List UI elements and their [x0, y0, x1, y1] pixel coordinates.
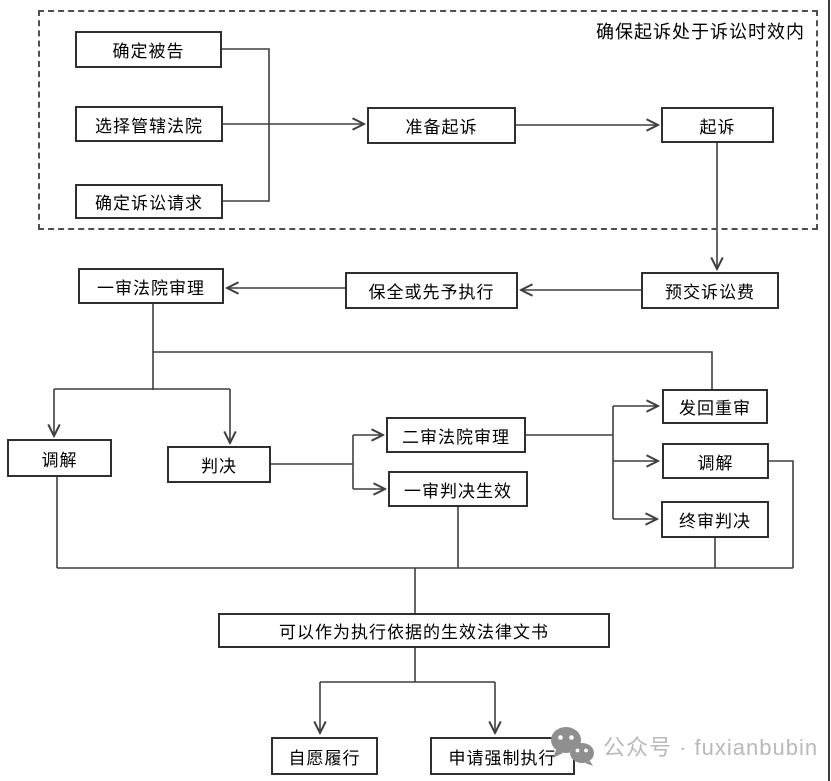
- page-right-edge-line: [828, 0, 830, 781]
- node-effective-documents: 可以作为执行依据的生效法律文书: [218, 613, 610, 648]
- watermark-text: 公众号 · fuxianbubin: [603, 735, 819, 760]
- node-determine-defendant: 确定被告: [75, 31, 222, 68]
- edge-remand-return-line: [153, 351, 713, 389]
- edge-mediation-second-down: [769, 460, 794, 568]
- node-judgment: 判决: [167, 446, 271, 483]
- node-mediation-second: 调解: [662, 443, 769, 479]
- statute-of-limitations-note: 确保起诉处于诉讼时效内: [596, 22, 805, 42]
- node-prepay-fee: 预交诉讼费: [641, 272, 779, 309]
- wechat-icon: [551, 727, 594, 766]
- node-second-instance-trial: 二审法院审理: [386, 417, 526, 453]
- node-first-judgment-effective: 一审判决生效: [388, 471, 528, 507]
- edge-defendant-claims-bracket: [222, 48, 270, 202]
- node-final-judgment: 终审判决: [661, 501, 769, 538]
- preparation-dashed-region: [38, 10, 818, 230]
- node-remand-retrial: 发回重审: [662, 389, 768, 424]
- node-voluntary-performance: 自愿履行: [271, 737, 378, 775]
- node-prepare-lawsuit: 准备起诉: [367, 107, 516, 144]
- node-select-court: 选择管辖法院: [75, 106, 223, 142]
- node-first-instance-trial: 一审法院审理: [78, 268, 224, 304]
- node-mediation-first: 调解: [7, 439, 112, 477]
- node-compulsory-execution: 申请强制执行: [430, 737, 575, 775]
- watermark: 公众号 · fuxianbubin: [549, 725, 818, 767]
- node-preservation: 保全或先予执行: [345, 272, 518, 309]
- node-determine-claims: 确定诉讼请求: [75, 184, 223, 219]
- node-file-lawsuit: 起诉: [661, 107, 774, 143]
